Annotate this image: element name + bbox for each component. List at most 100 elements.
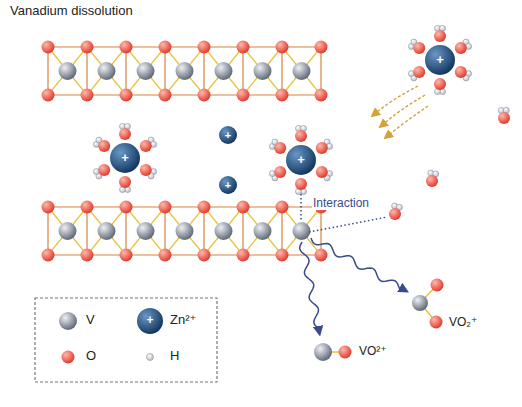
oxygen-atom: [140, 164, 152, 176]
insertion-arrow: [372, 86, 418, 116]
lattice-edge: [47, 207, 48, 255]
lattice-edge: [281, 47, 282, 95]
oxygen-atom: [276, 249, 289, 262]
oxygen-atom: [159, 201, 172, 214]
oxygen-atom: [62, 351, 75, 364]
lattice-edge: [320, 207, 321, 255]
hydrated-zinc-ion: [93, 123, 156, 192]
vanadium-atom: [59, 222, 77, 240]
oxygen-atom: [455, 66, 467, 78]
dissolution-arrow: [311, 238, 407, 292]
legend-samples: [35, 298, 217, 382]
zinc-ion: [286, 145, 316, 175]
charge-sign: +: [225, 129, 231, 141]
zinc-ion: [219, 126, 237, 144]
lattice-edge: [320, 47, 321, 95]
vanadium-atom: [314, 343, 332, 361]
lattice-edge: [125, 47, 126, 95]
oxygen-atom: [276, 41, 289, 54]
oxygen-atom: [81, 201, 94, 214]
oxygen-atom: [120, 89, 133, 102]
interaction-label: Interaction: [312, 197, 370, 210]
oxygen-atom: [159, 249, 172, 262]
oxygen-atom: [42, 201, 55, 214]
hydrated-zinc-ion: [408, 25, 471, 94]
vanadium-atom: [254, 222, 272, 240]
oxygen-atom: [81, 249, 94, 262]
interaction-line: [309, 217, 387, 232]
vanadium-atom: [98, 222, 116, 240]
lattice-edge: [164, 207, 165, 255]
vanadium-atom: [215, 222, 233, 240]
oxygen-atom: [295, 130, 307, 142]
oxygen-atom: [389, 208, 401, 220]
vanadium-atom: [215, 62, 233, 80]
zinc-ion: [219, 176, 237, 194]
hydrogen-atom: [147, 354, 154, 361]
oxygen-atom: [276, 201, 289, 214]
oxygen-atom: [98, 140, 110, 152]
oxygen-atom: [120, 41, 133, 54]
oxygen-atom: [159, 41, 172, 54]
zinc-ion: [425, 45, 455, 75]
lower-vanadium-oxide-layer: [42, 201, 328, 262]
oxygen-atom: [430, 316, 443, 329]
charge-sign: +: [146, 314, 153, 327]
insertion-arrow: [380, 95, 425, 127]
zinc-ion: [137, 308, 163, 334]
oxygen-atom: [237, 89, 250, 102]
legend-label: Zn²⁺: [170, 313, 196, 327]
oxygen-atom: [316, 142, 328, 154]
oxygen-atom: [198, 249, 211, 262]
vanadium-atom: [254, 62, 272, 80]
oxygen-atom: [315, 41, 328, 54]
lattice-edge: [86, 47, 87, 95]
oxygen-atom: [42, 249, 55, 262]
oxygen-atom: [119, 128, 131, 140]
oxygen-atom: [198, 89, 211, 102]
legend-label: H: [170, 349, 179, 363]
vanadium-atom: [293, 222, 311, 240]
oxygen-atom: [81, 89, 94, 102]
lattice-edge: [164, 47, 165, 95]
oxygen-atom: [198, 201, 211, 214]
oxygen-atom: [274, 142, 286, 154]
bare-zinc-ions: [219, 126, 237, 194]
legend-label: V: [86, 313, 95, 327]
lattice-edge: [203, 207, 204, 255]
oxygen-atom: [498, 112, 510, 124]
oxygen-atom: [434, 30, 446, 42]
diagram-title: Vanadium dissolution: [10, 4, 133, 18]
interaction-line: [300, 194, 302, 221]
oxygen-atom: [339, 346, 352, 359]
oxygen-atom: [413, 42, 425, 54]
lattice-edge: [242, 47, 243, 95]
vanadium-atom: [176, 62, 194, 80]
lattice-edge: [203, 47, 204, 95]
oxygen-atom: [237, 249, 250, 262]
dissolution-arrow: [300, 242, 320, 334]
oxygen-atom: [81, 41, 94, 54]
vanadium-atom: [59, 62, 77, 80]
oxygen-atom: [98, 164, 110, 176]
oxygen-atom: [315, 89, 328, 102]
oxygen-atom: [198, 41, 211, 54]
upper-vanadium-oxide-layer: [42, 41, 328, 102]
charge-sign: +: [121, 151, 129, 165]
oxygen-atom: [159, 89, 172, 102]
oxygen-atom: [455, 42, 467, 54]
oxygen-atom: [274, 166, 286, 178]
vanadium-atom: [137, 62, 155, 80]
vanadium-atom: [176, 222, 194, 240]
oxygen-atom: [120, 249, 133, 262]
vanadium-atom: [412, 295, 428, 311]
legend-frame: [35, 298, 217, 382]
oxygen-atom: [426, 175, 438, 187]
charge-sign: +: [225, 179, 231, 191]
vanadium-atom: [293, 62, 311, 80]
vo2-ion: [314, 343, 352, 361]
vanadium-atom: [59, 312, 77, 330]
lattice-edge: [125, 207, 126, 255]
ion-formula: VO²⁺: [358, 345, 388, 358]
